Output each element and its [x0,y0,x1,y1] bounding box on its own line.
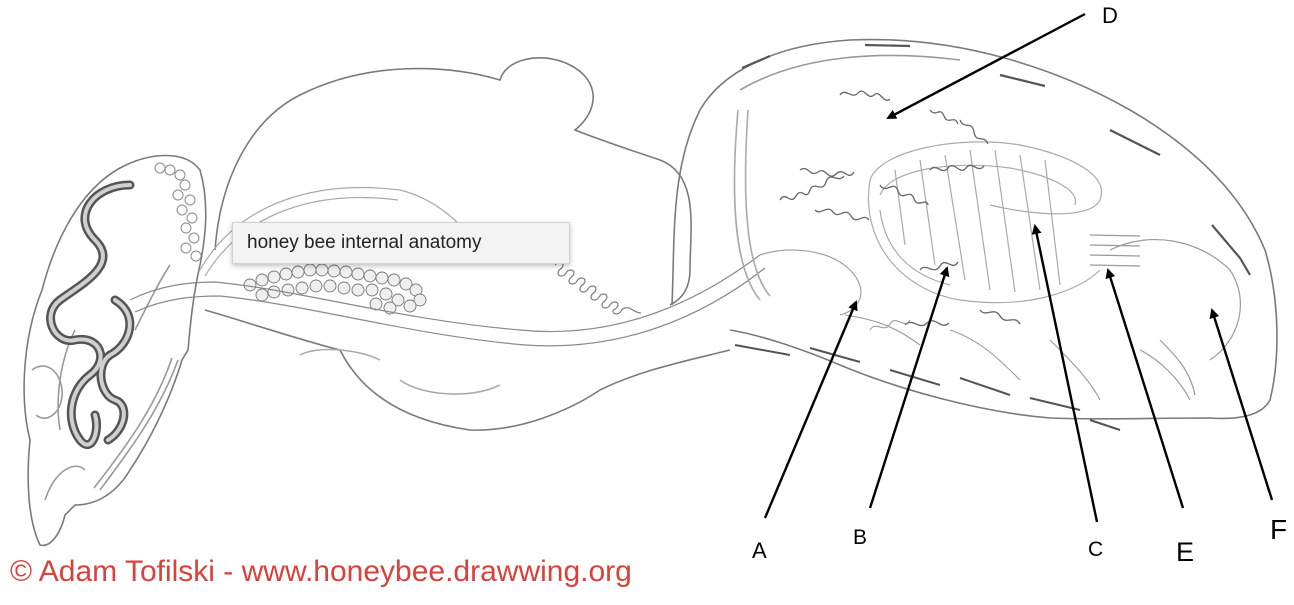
arrow-a [765,302,856,518]
arrow-c [1035,226,1097,522]
rectum [1090,235,1240,400]
label-d: D [1102,5,1118,27]
head-gland-cluster [155,163,201,261]
esophagus [130,188,765,346]
label-e: E [1176,539,1194,566]
label-c: C [1088,539,1103,560]
label-a: A [752,540,767,562]
copyright-credit: © Adam Tofilski - www.honeybee.drawwing.… [10,557,632,587]
thoracic-gland [244,264,426,314]
label-arrows [765,14,1272,522]
midgut [868,142,1101,303]
image-tooltip: honey bee internal anatomy [232,222,570,264]
coiled-duct [555,262,641,314]
label-b: B [853,527,867,548]
arrow-b [870,268,947,508]
hypopharyngeal-gland [51,185,130,445]
abdomen-outline [672,40,1277,419]
arrow-f [1212,310,1272,500]
arrow-e [1108,270,1183,508]
abdomen-ventral-details [760,250,1100,400]
arrow-d [888,14,1085,118]
label-f: F [1270,516,1287,544]
